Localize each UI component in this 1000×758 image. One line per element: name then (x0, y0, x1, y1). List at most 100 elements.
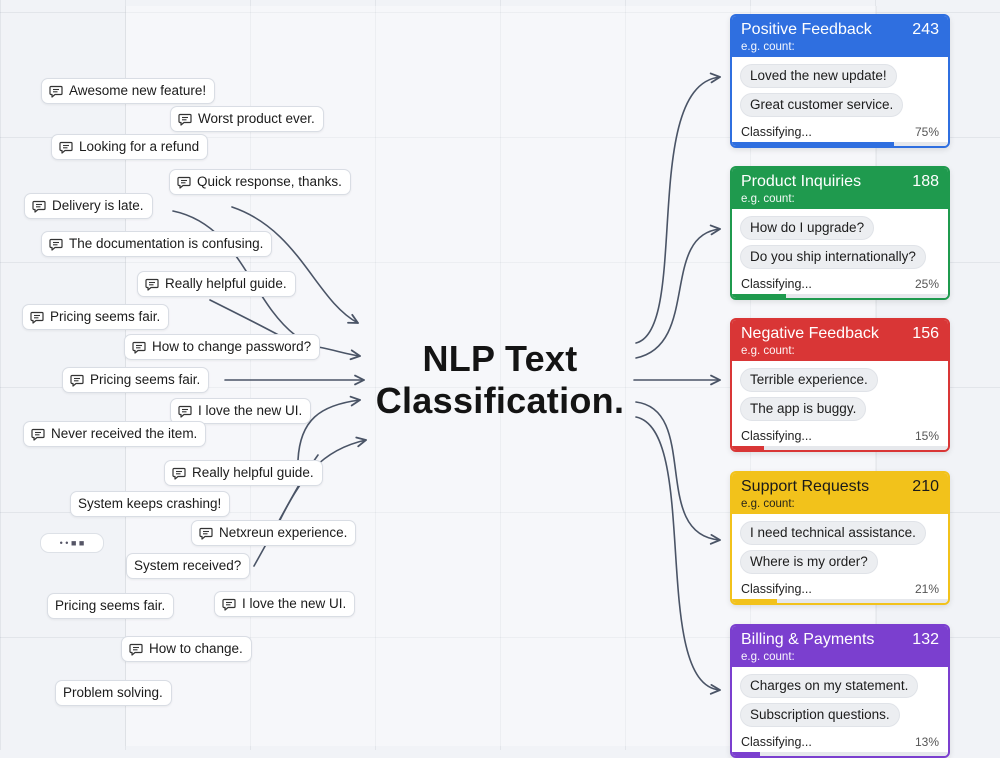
arrow-in-1 (231, 206, 359, 324)
message-icon (70, 373, 84, 387)
arrow-in-4 (317, 346, 361, 361)
status-text: Classifying... (741, 582, 812, 596)
input-text-chip: Worst product ever. (170, 106, 324, 132)
chip-text: The documentation is confusing. (69, 236, 264, 251)
input-text-chip: I love the new UI. (170, 398, 312, 424)
card-title: Support Requests (741, 478, 870, 495)
progress-fill (732, 752, 761, 756)
message-icon (132, 340, 146, 354)
card-count: 188 (912, 173, 939, 190)
example-pill: Terrible experience. (740, 368, 878, 392)
input-text-chip: Quick response, thanks. (169, 169, 351, 195)
input-text-chip: Pricing seems fair. (22, 304, 170, 330)
card-status: Classifying... 75% (741, 125, 939, 139)
message-icon (178, 112, 192, 126)
card-count: 243 (912, 21, 939, 38)
chip-text: Pricing seems fair. (50, 309, 161, 324)
chip-text: How to change password? (152, 339, 312, 354)
input-text-chip: System received? (126, 553, 251, 579)
card-count: 132 (912, 631, 939, 648)
input-text-chip: System keeps crashing! (70, 491, 231, 517)
input-text-chip: How to change. (121, 636, 252, 662)
progress-bar (732, 599, 948, 603)
arrow-in-2 (172, 210, 296, 336)
chip-text: Netxreun experience. (219, 525, 348, 540)
progress-percent: 25% (914, 277, 939, 291)
progress-percent: 13% (914, 735, 939, 749)
example-pill: Great customer service. (740, 93, 904, 117)
chip-text: Worst product ever. (198, 111, 315, 126)
message-icon (145, 277, 159, 291)
progress-bar (732, 446, 948, 450)
message-icon (199, 526, 213, 540)
category-card[interactable]: Positive Feedback 243 e.g. count: Loved the… (730, 14, 950, 148)
arrow-out-4 (635, 401, 721, 545)
arrow-out-2 (635, 224, 721, 359)
card-title: Billing & Payments (741, 631, 875, 648)
message-icon (49, 84, 63, 98)
chip-text: I love the new UI. (242, 596, 347, 611)
chip-text: Looking for a refund (79, 139, 200, 154)
card-subtitle: e.g. count: (741, 41, 795, 53)
card-subtitle: e.g. count: (741, 345, 795, 357)
diagram-title: NLP Text Classification. (340, 338, 660, 422)
input-text-chip: Really helpful guide. (164, 460, 323, 486)
input-text-chip: Looking for a refund (51, 134, 209, 160)
chip-text: Really helpful guide. (192, 465, 314, 480)
progress-bar (732, 142, 948, 146)
card-header: Billing & Payments 132 e.g. count: (732, 626, 948, 667)
progress-percent: 21% (914, 582, 939, 596)
message-icon (30, 310, 44, 324)
card-status: Classifying... 21% (741, 582, 939, 596)
status-text: Classifying... (741, 125, 812, 139)
card-subtitle: e.g. count: (741, 651, 795, 663)
progress-fill (732, 446, 765, 450)
progress-bar (732, 294, 948, 298)
input-text-chip: Awesome new feature! (41, 78, 216, 104)
message-icon (31, 427, 45, 441)
chip-text: Really helpful guide. (165, 276, 287, 291)
arrow-in-3 (209, 299, 283, 338)
input-text-chip: The documentation is confusing. (41, 231, 273, 257)
example-pill: Charges on my statement. (740, 674, 919, 698)
status-text: Classifying... (741, 277, 812, 291)
message-icon (177, 175, 191, 189)
card-status: Classifying... 25% (741, 277, 939, 291)
card-examples: Terrible experience. The app is buggy. (732, 361, 948, 426)
card-count: 156 (912, 325, 939, 342)
card-title: Positive Feedback (741, 21, 872, 38)
message-icon (222, 597, 236, 611)
chip-text: Delivery is late. (52, 198, 144, 213)
category-card[interactable]: Billing & Payments 132 e.g. count: Charges … (730, 624, 950, 758)
input-text-chip: Delivery is late. (24, 193, 153, 219)
card-status: Classifying...13% (741, 735, 939, 749)
title-line-2: Classification. (375, 380, 625, 421)
progress-percent: 75% (914, 125, 939, 139)
message-icon (49, 237, 63, 251)
card-count: 210 (912, 478, 939, 495)
example-pill: The app is buggy. (740, 397, 867, 421)
progress-percent: 15% (914, 429, 939, 443)
input-text-chip: Never received the item. (23, 421, 207, 447)
arrow-in-6 (297, 395, 361, 461)
chip-text: Problem solving. (63, 685, 163, 700)
input-text-chip: Really helpful guide. (137, 271, 296, 297)
chip-text: Never received the item. (51, 426, 198, 441)
example-pill: Where is my order? (740, 550, 878, 574)
arrow-out-5 (635, 416, 721, 695)
progress-fill (732, 142, 894, 146)
example-pill: Loved the new update! (740, 64, 897, 88)
card-examples: Loved the new update! Great customer serv… (732, 57, 948, 122)
chip-text: System keeps crashing! (78, 496, 222, 511)
blurred-chip: • • ■ ■ (40, 533, 104, 553)
card-examples: How do I upgrade?Do you ship internation… (732, 209, 948, 274)
example-pill: How do I upgrade? (740, 216, 875, 240)
chip-text: I love the new UI. (198, 403, 303, 418)
title-line-1: NLP Text (422, 338, 578, 379)
